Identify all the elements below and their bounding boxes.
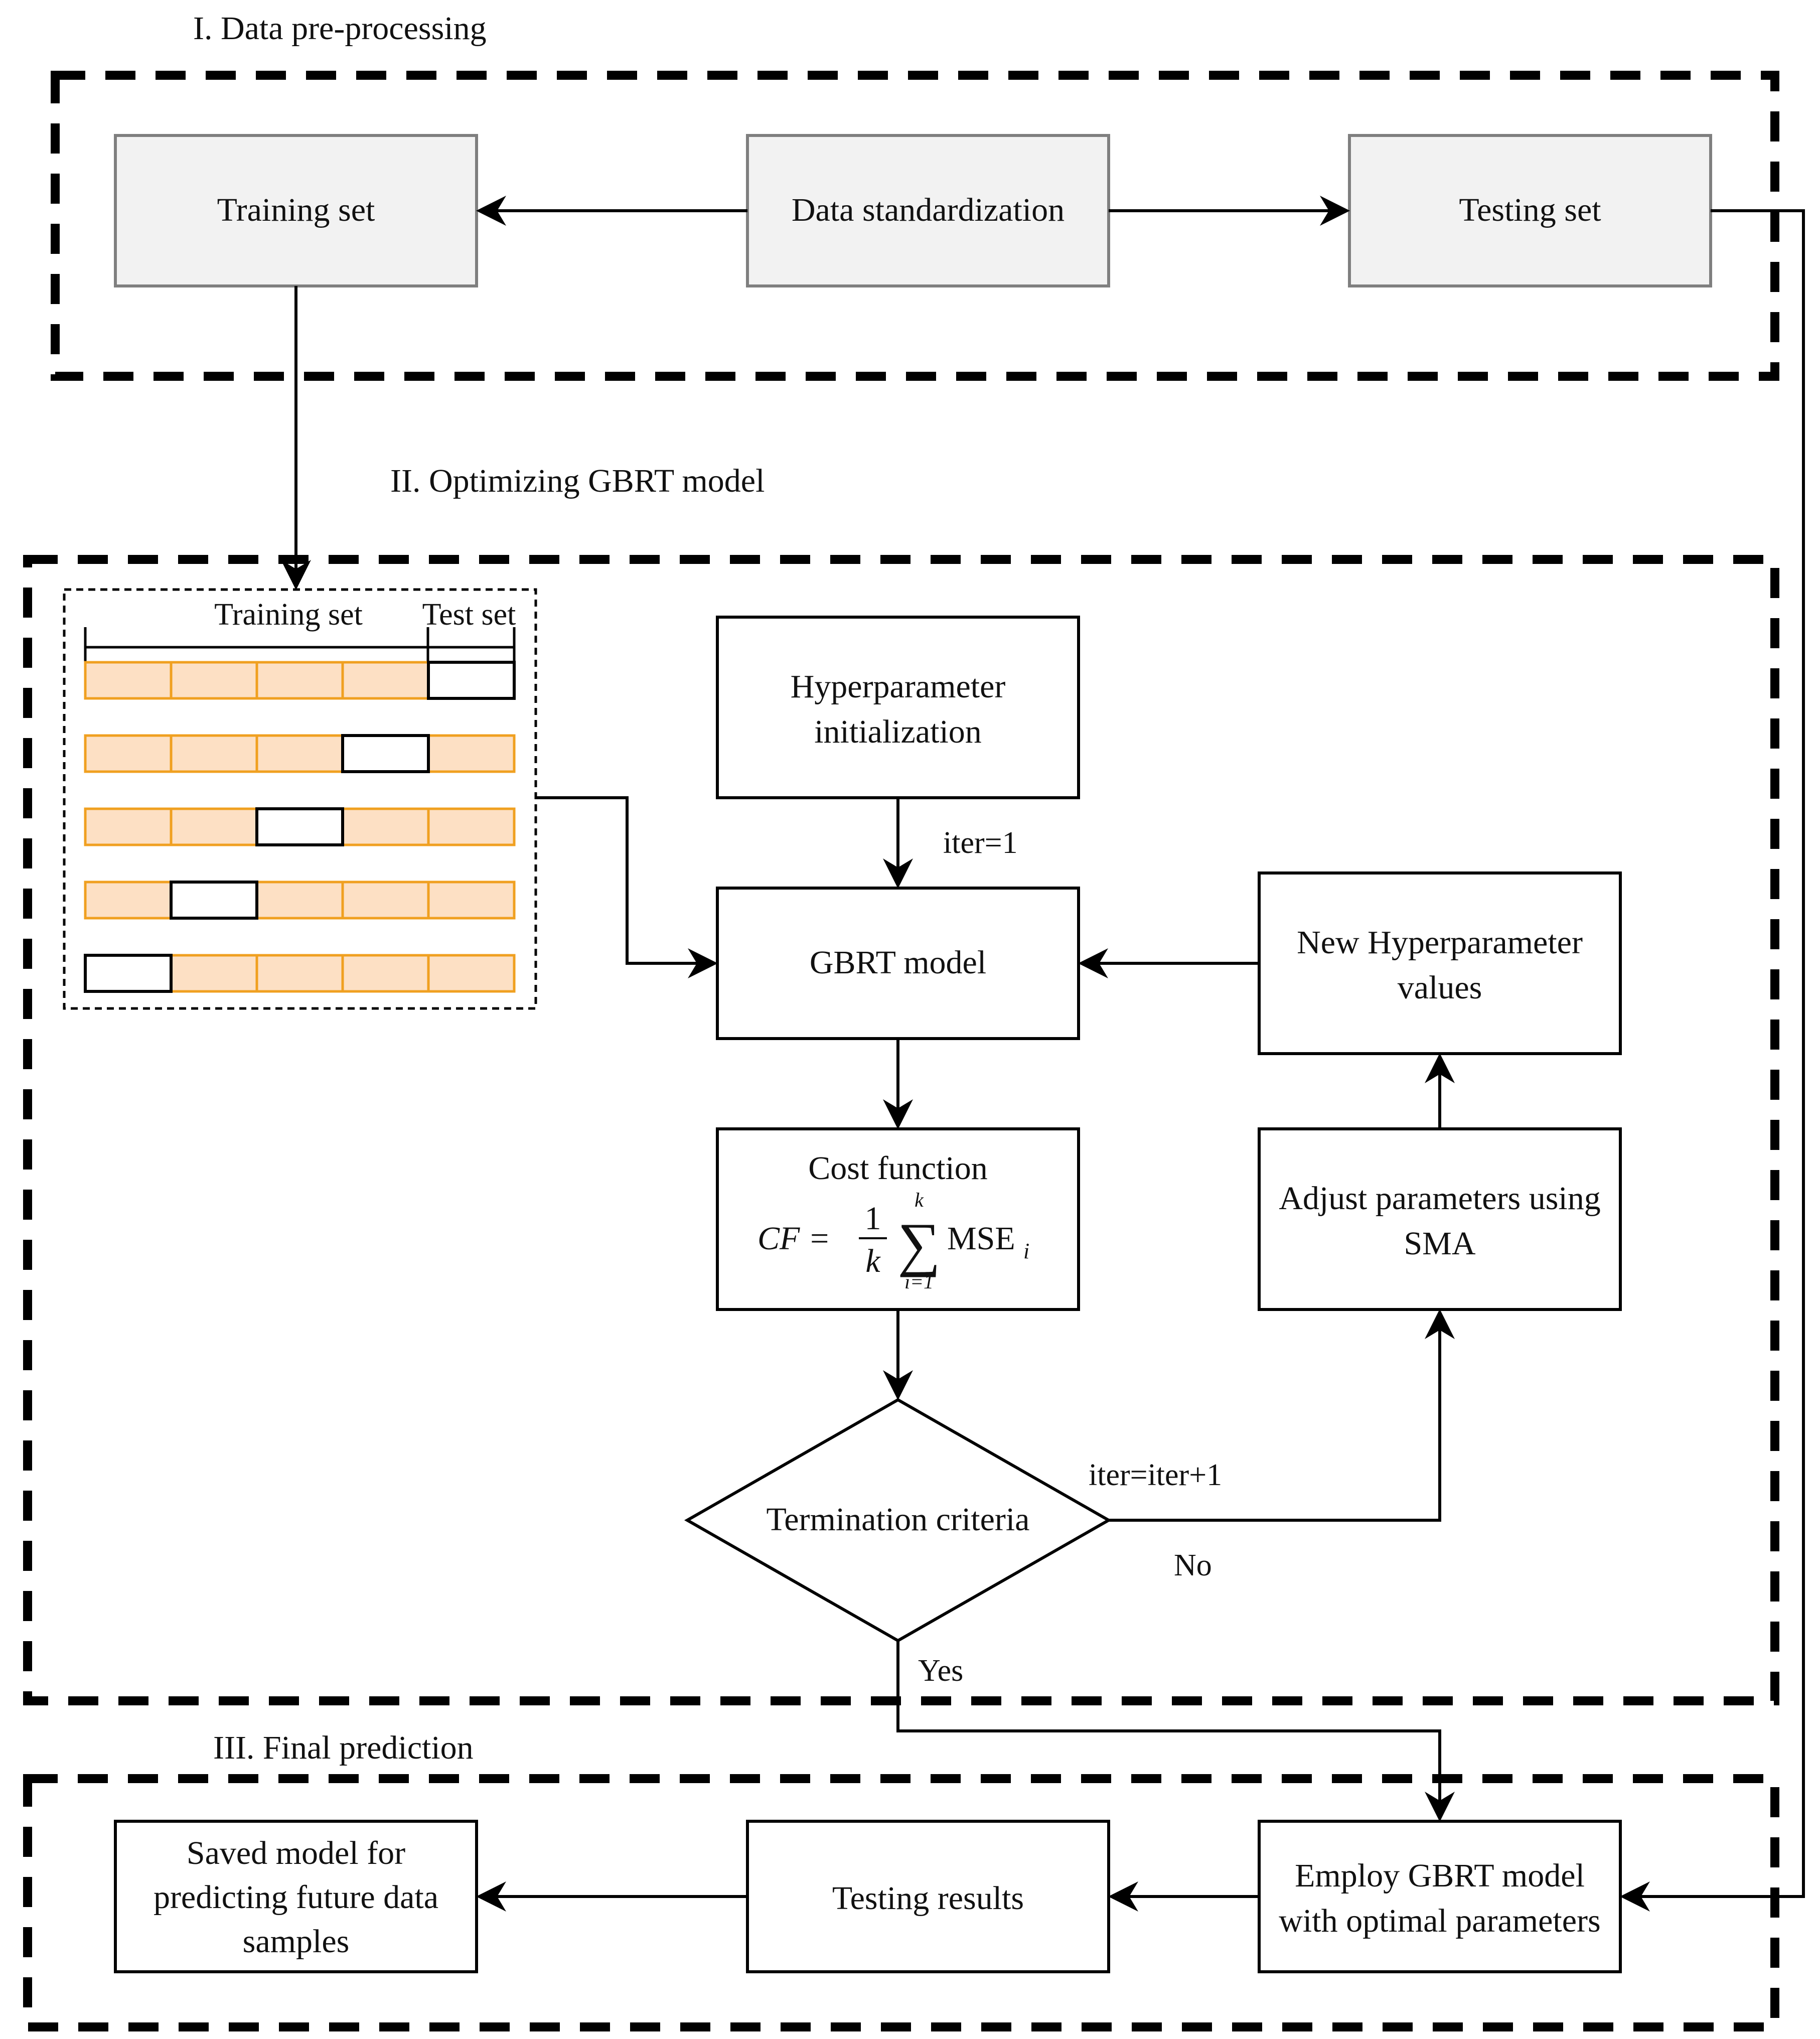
formula-lower-limit: i=1 <box>904 1270 934 1293</box>
kfold-row <box>84 807 516 846</box>
section-2-frame <box>23 555 1779 1705</box>
kfold-test-cell <box>255 807 344 846</box>
formula-sum-symbol: ∑ <box>897 1211 941 1277</box>
formula-lhs: CF = <box>757 1220 830 1257</box>
saved-model-box <box>114 1820 478 1973</box>
edge-label-yes: Yes <box>918 1654 963 1688</box>
kfold-train-label: Training set <box>214 598 363 632</box>
kfold-bracket <box>84 627 516 662</box>
kfold-train-cell <box>427 954 516 993</box>
kfold-train-cell <box>341 661 430 700</box>
formula-upper-limit: k <box>915 1189 924 1211</box>
kfold-row <box>84 661 516 700</box>
kfold-train-cell <box>255 661 344 700</box>
arrow-testing-to-employ <box>1620 209 1805 1912</box>
kfold-train-cell <box>84 734 173 773</box>
section-1-frame <box>51 71 1779 381</box>
adjust-parameters-line1: Adjust parameters using <box>1279 1180 1601 1217</box>
training-set-label: Training set <box>217 192 375 228</box>
kfold-train-cell <box>341 807 430 846</box>
training-set-box <box>114 134 478 287</box>
employ-gbrt-box <box>1258 1820 1622 1973</box>
kfold-train-cell <box>427 881 516 920</box>
formula-numerator: 1 <box>865 1200 881 1237</box>
kfold-train-cell <box>255 954 344 993</box>
arrow-kfold-to-gbrt <box>536 796 718 978</box>
section-3-title: III. Final prediction <box>213 1729 474 1766</box>
testing-set-box <box>1348 134 1712 287</box>
kfold-test-cell <box>341 734 430 773</box>
formula-subscript: i <box>1023 1239 1029 1263</box>
testing-set-label: Testing set <box>1459 192 1601 228</box>
kfold-row <box>84 954 516 993</box>
kfold-train-cell <box>255 881 344 920</box>
kfold-rows <box>84 661 516 993</box>
kfold-train-cell <box>341 881 430 920</box>
saved-model-line1: Saved model for <box>187 1835 405 1871</box>
kfold-panel <box>63 588 537 1010</box>
kfold-train-cell <box>170 661 258 700</box>
kfold-test-label: Test set <box>422 598 516 632</box>
hyperparameter-init-line1: Hyperparameter <box>791 668 1006 705</box>
kfold-train-cell <box>84 881 173 920</box>
data-standardization-label: Data standardization <box>792 192 1065 228</box>
testing-results-label: Testing results <box>832 1880 1024 1917</box>
new-hyperparameter-line1: New Hyperparameter <box>1297 924 1583 961</box>
employ-gbrt-line1: Employ GBRT model <box>1295 1857 1585 1894</box>
kfold-train-cell <box>427 734 516 773</box>
kfold-train-cell <box>170 807 258 846</box>
gbrt-model-label: GBRT model <box>810 944 986 981</box>
arrow-termination-to-adjust <box>1109 1309 1455 1522</box>
new-hyperparameter-box <box>1258 871 1622 1055</box>
section-2-title: II. Optimizing GBRT model <box>390 463 765 499</box>
edge-label-iter1: iter=1 <box>943 826 1018 860</box>
employ-gbrt-line2: with optimal parameters <box>1279 1903 1600 1939</box>
cost-function-box <box>716 1127 1080 1311</box>
kfold-train-cell <box>170 954 258 993</box>
kfold-test-cell <box>84 954 173 993</box>
kfold-train-cell <box>255 734 344 773</box>
saved-model-line2: predicting future data <box>154 1879 438 1916</box>
kfold-train-cell <box>170 734 258 773</box>
section-1-title: I. Data pre-processing <box>193 10 487 47</box>
kfold-row <box>84 734 516 773</box>
hyperparameter-init-box <box>716 616 1080 799</box>
kfold-test-cell <box>170 881 258 920</box>
adjust-parameters-line2: SMA <box>1404 1225 1475 1262</box>
kfold-row <box>84 881 516 920</box>
gbrt-model-box <box>716 887 1080 1040</box>
adjust-parameters-box <box>1258 1127 1622 1311</box>
kfold-train-cell <box>84 807 173 846</box>
saved-model-line3: samples <box>243 1923 350 1960</box>
cost-function-formula: CF = 1 k k ∑ i=1 MSE i <box>757 1189 1029 1293</box>
edge-label-no: No <box>1174 1548 1212 1582</box>
testing-results-box <box>746 1820 1110 1973</box>
kfold-test-cell <box>427 661 516 700</box>
formula-denominator: k <box>865 1243 881 1279</box>
kfold-train-cell <box>427 807 516 846</box>
new-hyperparameter-line2: values <box>1398 969 1482 1006</box>
arrow-termination-to-employ <box>896 1641 1455 1822</box>
formula-term: MSE <box>947 1220 1015 1257</box>
section-3-frame <box>23 1774 1779 2031</box>
cost-function-title: Cost function <box>808 1150 988 1187</box>
hyperparameter-init-line2: initialization <box>814 713 982 750</box>
termination-criteria-label: Termination criteria <box>767 1501 1030 1538</box>
kfold-train-cell <box>341 954 430 993</box>
edge-label-iter-inc: iter=iter+1 <box>1089 1458 1222 1492</box>
kfold-train-cell <box>84 661 173 700</box>
